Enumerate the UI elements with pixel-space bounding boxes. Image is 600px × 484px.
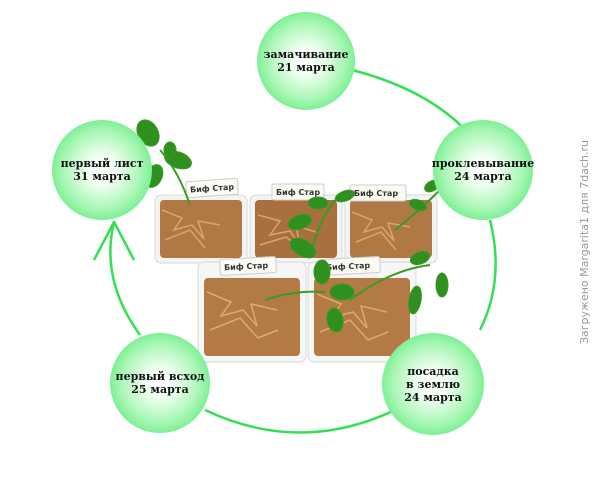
pot-label-5: Биф Стар: [321, 256, 381, 276]
cycle-arrow-head: [92, 220, 136, 261]
watermark-text: Загружено Margarita1 для 7dach.ru: [578, 139, 591, 345]
stage-planting-subtitle: в землю: [405, 377, 461, 391]
stage-first-sprout-date: 25 марта: [131, 383, 189, 396]
cycle-arc-top-right: [351, 68, 471, 136]
pot-label-3: Биф Стар: [349, 184, 407, 202]
stage-first-sprout-title: первый всход: [115, 370, 205, 383]
stage-planting-date: 24 марта: [404, 390, 462, 404]
pot-back-right: [344, 194, 438, 264]
stage-soaking: замачивание 21 марта: [257, 12, 355, 110]
stage-first-leaf-date: 31 марта: [73, 170, 131, 183]
pot-label-text: Биф Стар: [354, 189, 398, 198]
pot-label-text: Биф Стар: [326, 261, 371, 272]
stage-sprouting-title: проклевывание: [431, 157, 535, 170]
stage-first-sprout: первый всход 25 марта: [110, 333, 210, 433]
seedling-plants: [136, 119, 473, 333]
cycle-arc-left: [109, 221, 142, 336]
stage-soaking-title: замачивание: [263, 48, 349, 61]
stage-sprouting: проклевывание 24 марта: [431, 120, 535, 220]
cycle-arc-bottom: [204, 408, 396, 434]
stage-planting-title: посадка: [407, 364, 459, 378]
stage-sprouting-date: 24 марта: [454, 170, 512, 183]
pot-back-left: [154, 194, 248, 264]
pot-front-left: [197, 261, 307, 363]
pot-label-1: Биф Стар: [185, 177, 239, 199]
cycle-arc-right: [478, 219, 497, 331]
pot-label-text: Биф Стар: [190, 182, 235, 194]
seedling-tray-photo: Биф Стар Биф Стар Биф Стар Биф Стар Биф …: [136, 119, 473, 363]
pot-label-text: Биф Стар: [276, 188, 320, 197]
pot-label-text: Биф Стар: [224, 261, 269, 272]
stage-soaking-date: 21 марта: [277, 61, 335, 74]
stage-first-leaf: первый лист 31 марта: [52, 120, 152, 220]
stage-first-leaf-title: первый лист: [60, 157, 144, 170]
pot-label-2: Биф Стар: [271, 183, 325, 201]
stage-planting: посадка в землю 24 марта: [382, 333, 484, 435]
pot-label-4: Биф Стар: [219, 256, 277, 276]
